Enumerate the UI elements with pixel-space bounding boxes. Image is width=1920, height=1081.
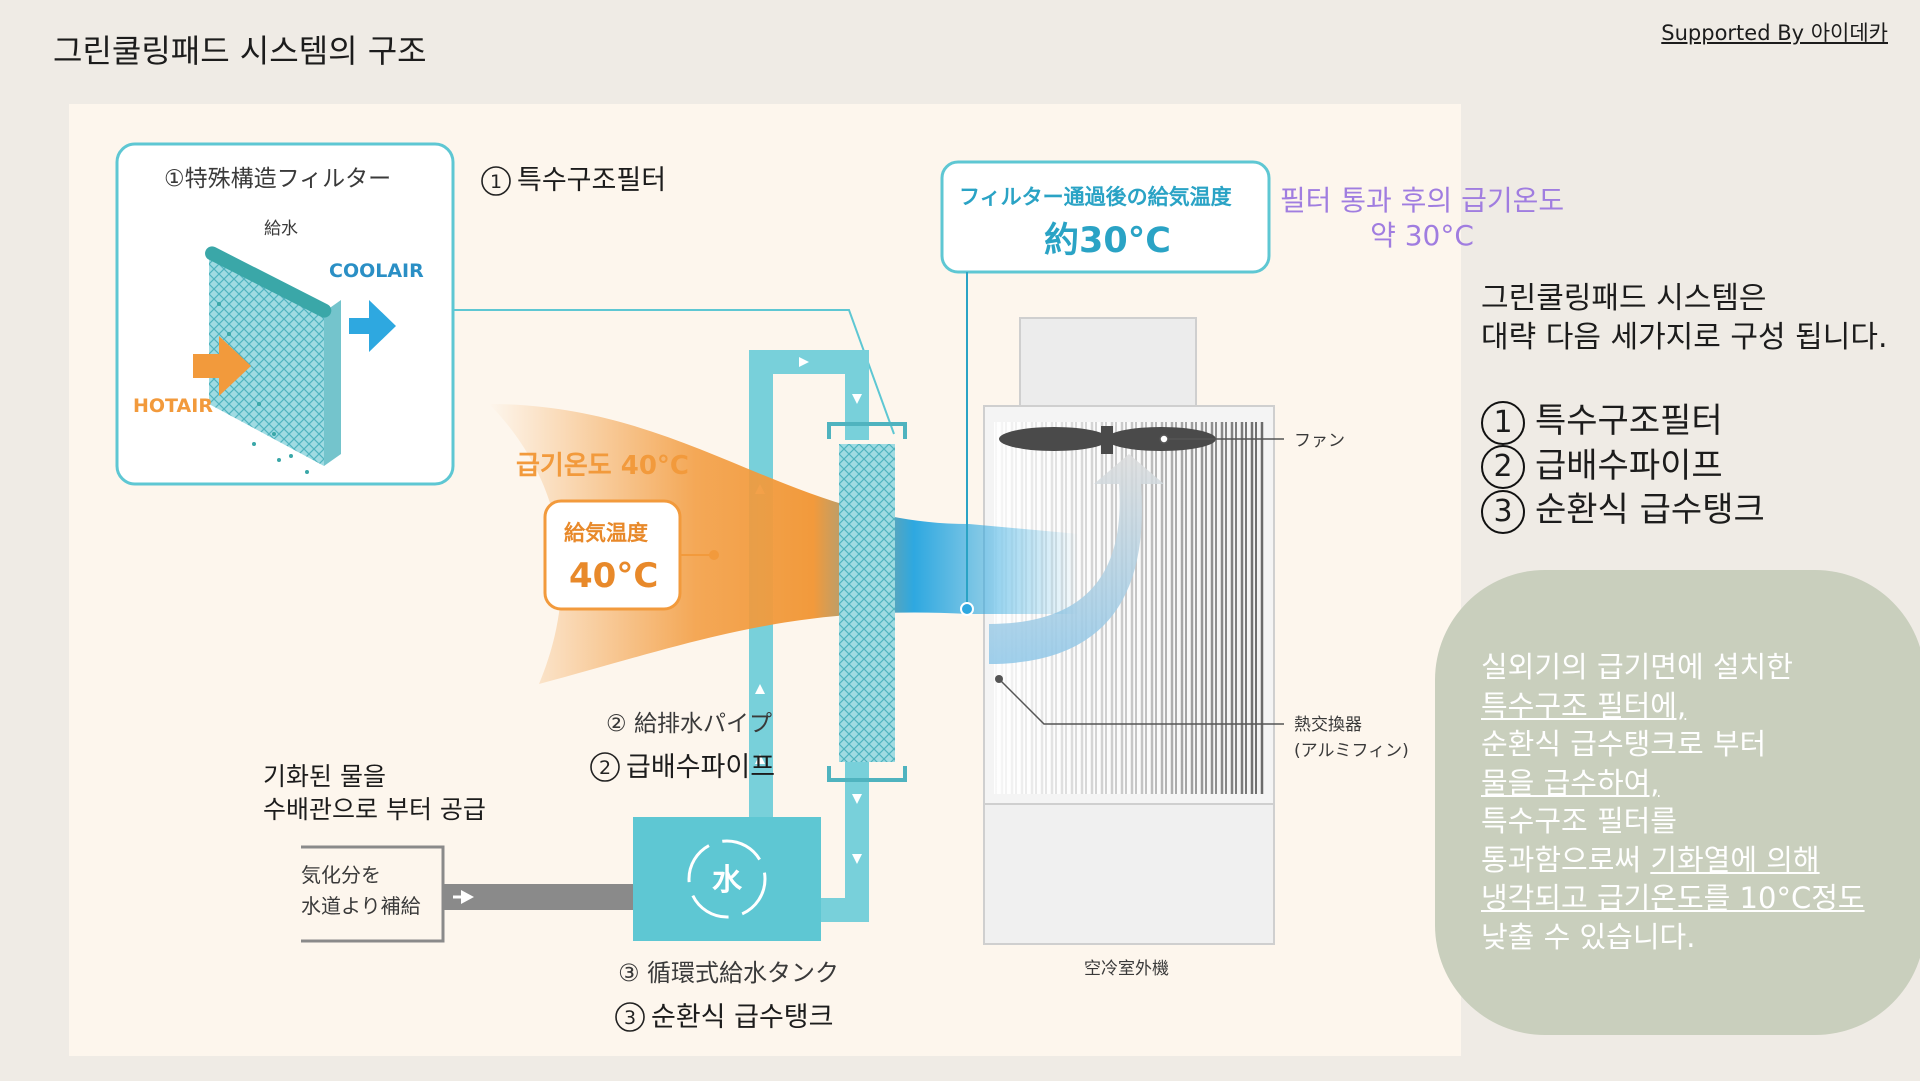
evap-jp-line2: 水道より補給 (301, 894, 421, 918)
right-intro: 그린쿨링패드 시스템은 대략 다음 세가지로 구성 됩니다. (1481, 281, 1888, 355)
hot-air-arrow (193, 336, 251, 396)
cool-air-label: COOLAIR (329, 260, 424, 282)
after-filter-temp-title: フィルター通過後の給気温度 (959, 185, 1232, 209)
page-title: 그린쿨링패드 시스템의 구조 (53, 32, 427, 70)
svg-text:3: 3 (624, 1007, 636, 1029)
supply-temp-value: 40°C (569, 556, 658, 596)
svg-text:2: 2 (599, 757, 611, 779)
description-text: 실외기의 급기면에 설치한 특수구조 필터에, 순환식 급수탱크로 부터 물을 … (1481, 650, 1865, 954)
svg-text:1: 1 (490, 171, 502, 193)
pipe-jp-num: ② (606, 711, 627, 737)
tap-water-pipe (443, 884, 633, 910)
system-diagram: ①特殊構造フィルター 給水 COOLAIR HOTAIR 1 특수구조필터 (115, 142, 1409, 1033)
svg-text:특수구조필터: 특수구조필터 (517, 165, 666, 196)
filter-box-title: ①特殊構造フィルター (164, 166, 391, 192)
evap-kr-line2: 수배관으로 부터 공급 (263, 795, 486, 824)
description-callout (1435, 570, 1920, 1035)
tank-symbol: 水 (712, 863, 743, 898)
heat-exchanger-label-1: 熱交換器 (1294, 715, 1362, 735)
supported-by-link[interactable]: Supported By 아이데카 (1661, 21, 1888, 45)
filter-pad-illustration (205, 246, 341, 474)
feed-water-label: 給水 (264, 219, 298, 239)
air-up-arrow (989, 454, 1164, 664)
after-filter-kr-label: 필터 통과 후의 급기온도 약 30°C (1279, 184, 1565, 252)
after-filter-temp-box (940, 160, 1271, 274)
diagram-panel: ①特殊構造フィルター 給水 COOLAIR HOTAIR 1 특수구조필터 (69, 104, 1461, 1056)
fan-label: ファン (1294, 431, 1345, 451)
fan-icon (999, 426, 1216, 454)
outdoor-unit-label: 空冷室外機 (1084, 959, 1169, 979)
circulation-tank (633, 817, 821, 941)
after-filter-temp-value: 約30°C (1044, 221, 1171, 261)
filter-kr-label: 1 특수구조필터 (481, 165, 666, 196)
tank-jp-label: 循環式給水タンク (647, 959, 839, 987)
evap-jp-line1: 気化分を (301, 863, 381, 887)
pipe-jp-label: 給排水パイプ (634, 711, 772, 737)
airflow-band (489, 404, 1079, 684)
evap-kr-line1: 기화된 물을 (263, 762, 386, 791)
heat-exchanger-label-2: (アルミフィン) (1294, 741, 1409, 761)
cool-air-arrow (349, 300, 396, 352)
pipe-kr-label: 2 급배수파이프 (590, 752, 775, 783)
supply-temp-title: 給気温度 (564, 521, 648, 545)
tank-kr-label: 3 순환식 급수탱크 (615, 1002, 833, 1033)
tank-jp-num: ③ (618, 959, 640, 987)
filter-pad-column (839, 444, 895, 762)
unit-top-cap (1019, 317, 1197, 407)
hot-air-label: HOTAIR (133, 395, 213, 417)
svg-text:순환식 급수탱크: 순환식 급수탱크 (651, 1002, 833, 1033)
supply-temp-kr: 급기온도 40°C (516, 451, 689, 481)
svg-text:급배수파이프: 급배수파이프 (626, 752, 775, 783)
